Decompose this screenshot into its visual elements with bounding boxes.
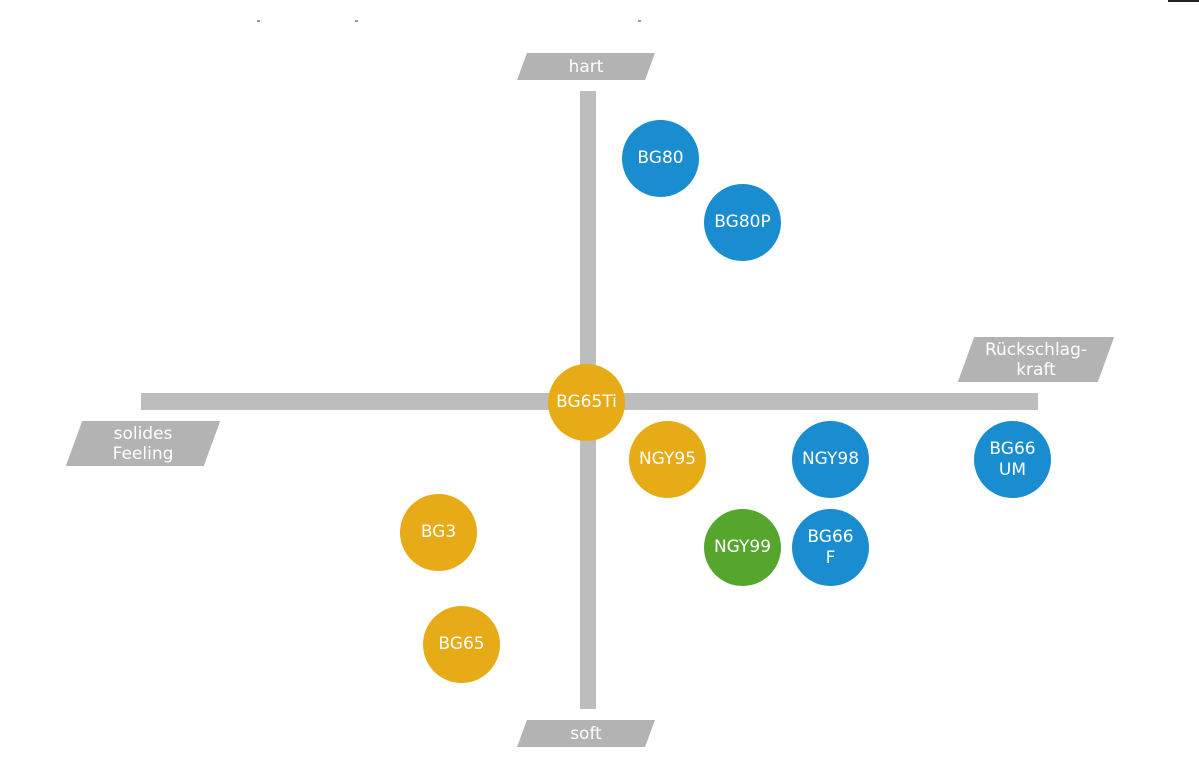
string-bubble-bg65ti: BG65Ti <box>548 364 625 441</box>
string-bubble-bg80p: BG80P <box>704 184 781 261</box>
string-bubble-bg65: BG65 <box>423 606 500 683</box>
corner-line <box>1168 0 1199 2</box>
axis-label-top-text: hart <box>568 56 604 77</box>
axis-label-right: Rückschlag- kraft <box>957 337 1115 382</box>
string-bubble-bg80: BG80 <box>622 120 699 197</box>
string-bubble-ngy98: NGY98 <box>792 421 869 498</box>
top-edge-tick <box>638 20 641 22</box>
string-bubble-ngy95: NGY95 <box>629 421 706 498</box>
top-edge-tick <box>257 20 260 22</box>
axis-label-bottom: soft <box>517 720 655 747</box>
string-bubble-bg66f: BG66 F <box>792 509 869 586</box>
string-bubble-ngy99: NGY99 <box>704 509 781 586</box>
axis-label-left: solides Feeling <box>65 421 221 466</box>
axis-label-left-text: solides Feeling <box>112 423 174 464</box>
axis-label-bottom-text: soft <box>570 723 602 744</box>
string-bubble-bg66um: BG66 UM <box>974 421 1051 498</box>
axis-label-right-text: Rückschlag- kraft <box>984 339 1088 380</box>
top-edge-tick <box>355 20 358 22</box>
axis-label-top: hart <box>517 53 655 80</box>
string-bubble-bg3: BG3 <box>400 494 477 571</box>
